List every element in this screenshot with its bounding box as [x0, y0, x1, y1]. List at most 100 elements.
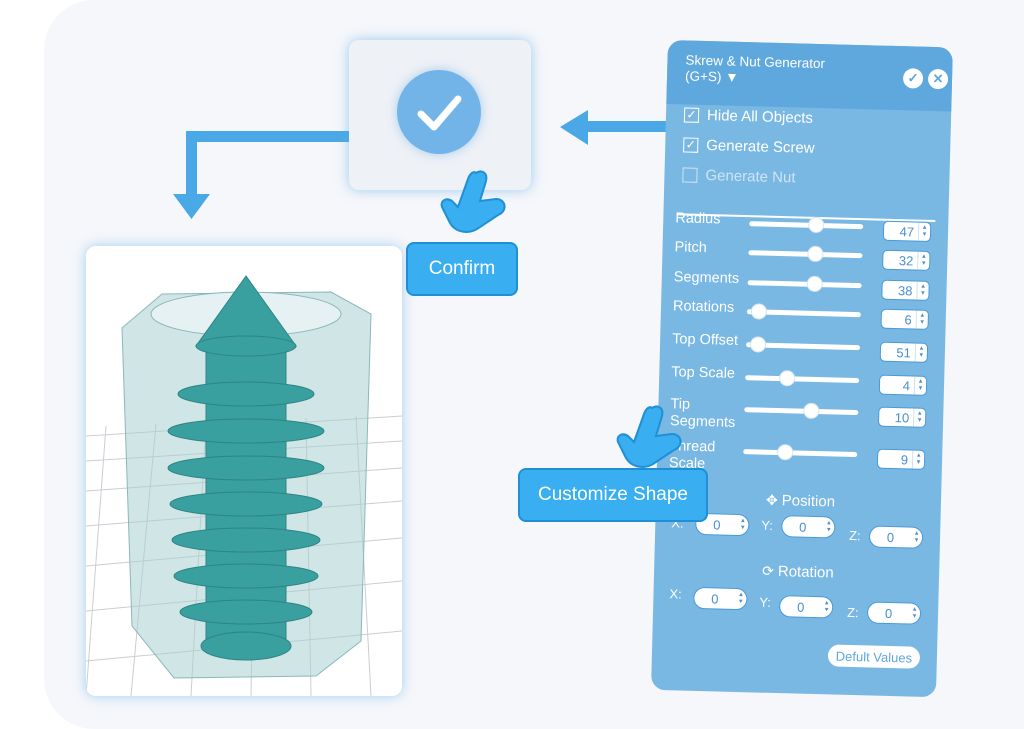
slider-value-input[interactable]: 32▲▼	[882, 249, 931, 271]
slider-value-input[interactable]: 9▲▼	[876, 448, 926, 470]
stepper-icon[interactable]: ▲▼	[915, 310, 928, 329]
position-z-value: 0	[886, 529, 895, 545]
checkbox-label: Generate Screw	[706, 137, 815, 157]
stepper-icon[interactable]: ▲▼	[911, 606, 918, 620]
screw-model	[86, 275, 402, 696]
slider-label: Top Offset	[671, 331, 739, 349]
arrow-confirm-to-model	[173, 131, 350, 219]
checkbox-hide-all-objects[interactable]: ✓ Hide All Objects	[683, 106, 814, 127]
stepper-icon[interactable]: ▲▼	[913, 376, 927, 395]
slider-thumb[interactable]	[778, 445, 793, 460]
stepper-icon[interactable]: ▲▼	[917, 251, 930, 270]
3d-viewport[interactable]	[86, 246, 402, 696]
position-section-title: ✥ Position	[766, 492, 836, 511]
slider-value-input[interactable]: 6▲▼	[880, 308, 930, 330]
hand-pointer-icon	[440, 170, 506, 233]
stepper-icon[interactable]: ▲▼	[913, 530, 920, 544]
slider-value-input[interactable]: 38▲▼	[881, 279, 930, 301]
panel-header: Skrew & Nut Generator (G+S) ▼ ✓ ✕	[666, 40, 953, 112]
slider-value: 51	[896, 344, 912, 360]
slider-thumb[interactable]	[809, 217, 824, 233]
slider-thumb[interactable]	[780, 371, 795, 386]
slider-label: Top Scale	[671, 364, 736, 382]
rotation-z-label: Z:	[846, 604, 859, 621]
rotate-icon: ⟳	[761, 562, 775, 579]
position-z-input[interactable]: 0 ▲▼	[868, 525, 924, 549]
slider-track[interactable]	[744, 403, 859, 419]
close-button[interactable]: ✕	[927, 68, 949, 90]
stepper-icon[interactable]: ▲▼	[917, 222, 931, 241]
slider-track[interactable]	[748, 246, 863, 262]
stepper-icon[interactable]: ▲▼	[912, 408, 926, 427]
slider-value-input[interactable]: 4▲▼	[878, 374, 928, 396]
slider-value-input[interactable]: 47▲▼	[882, 220, 932, 242]
slider-value: 38	[897, 282, 913, 298]
checkbox-generate-nut[interactable]: Generate Nut	[682, 166, 796, 186]
rotation-x-label: X:	[669, 586, 682, 602]
rotation-x-input[interactable]: 0 ▲▼	[693, 586, 748, 611]
hand-pointer-icon	[616, 405, 682, 468]
slider-track[interactable]	[747, 276, 862, 292]
confirm-checkmark-button[interactable]	[397, 70, 481, 154]
move-icon: ✥	[765, 491, 778, 509]
slider-track[interactable]	[749, 217, 864, 233]
slider-track[interactable]	[745, 371, 860, 386]
panel-title[interactable]: Skrew & Nut Generator (G+S) ▼	[685, 52, 825, 88]
rotation-y-label: Y:	[759, 594, 772, 610]
position-z-label: Z:	[848, 527, 861, 544]
checkbox-label: Hide All Objects	[706, 107, 814, 127]
slider-value: 6	[904, 311, 912, 327]
slider-track[interactable]	[746, 304, 861, 319]
slider-value-input[interactable]: 51▲▼	[879, 341, 929, 363]
rotation-x-value: 0	[711, 590, 719, 607]
slider-label: Radius	[675, 210, 721, 228]
confirm-preview-card	[349, 40, 531, 190]
slider-track[interactable]	[745, 337, 861, 352]
slider-thumb[interactable]	[808, 246, 823, 262]
checkbox-checked-icon: ✓	[683, 137, 699, 153]
position-y-value: 0	[798, 519, 807, 535]
screw-body	[167, 275, 325, 661]
slider-thumb[interactable]	[804, 403, 819, 419]
slider-label: Segments	[673, 269, 740, 287]
stepper-icon[interactable]: ▲▼	[823, 600, 830, 614]
stepper-icon[interactable]: ▲▼	[825, 520, 832, 534]
slider-value: 10	[894, 409, 910, 425]
confirm-callout: Confirm	[406, 242, 518, 296]
screw-nut-generator-panel: Skrew & Nut Generator (G+S) ▼ ✓ ✕ ✓ Hide…	[650, 40, 953, 698]
apply-check-button[interactable]: ✓	[902, 68, 924, 89]
stepper-icon[interactable]: ▲▼	[914, 343, 928, 362]
checkbox-checked-icon: ✓	[683, 107, 700, 123]
position-title: Position	[781, 492, 836, 511]
slider-track[interactable]	[743, 445, 858, 460]
rotation-y-value: 0	[796, 599, 805, 615]
position-y-input[interactable]: 0 ▲▼	[781, 515, 836, 539]
default-values-button[interactable]: Defult Values	[827, 644, 921, 669]
stepper-icon[interactable]: ▲▼	[916, 281, 929, 300]
slider-thumb[interactable]	[751, 304, 767, 319]
slider-label: Pitch	[674, 239, 708, 257]
slider-value: 32	[898, 252, 914, 268]
slider-value: 4	[902, 377, 911, 393]
stepper-icon[interactable]: ▲▼	[739, 518, 746, 532]
position-y-label: Y:	[761, 517, 774, 533]
rotation-y-input[interactable]: 0 ▲▼	[778, 595, 834, 619]
checkmark-icon	[417, 95, 462, 131]
checkbox-unchecked-icon	[682, 167, 698, 183]
stepper-icon[interactable]: ▲▼	[737, 592, 745, 606]
slider-thumb[interactable]	[750, 337, 766, 352]
slider-value-input[interactable]: 10▲▼	[877, 406, 927, 428]
rotation-z-value: 0	[884, 605, 893, 621]
slider-label: Rotations	[672, 298, 735, 316]
stepper-icon[interactable]: ▲▼	[911, 450, 925, 469]
rotation-title: Rotation	[777, 563, 834, 582]
checkbox-generate-screw[interactable]: ✓ Generate Screw	[683, 136, 815, 157]
slider-value: 9	[900, 451, 909, 467]
customize-shape-callout: Customize Shape	[518, 468, 708, 522]
rotation-section-title: ⟳ Rotation	[762, 563, 834, 582]
slider-value: 47	[899, 223, 915, 240]
arrow-panel-to-confirm	[560, 110, 669, 145]
rotation-z-input[interactable]: 0 ▲▼	[866, 601, 922, 625]
slider-thumb[interactable]	[807, 276, 822, 292]
